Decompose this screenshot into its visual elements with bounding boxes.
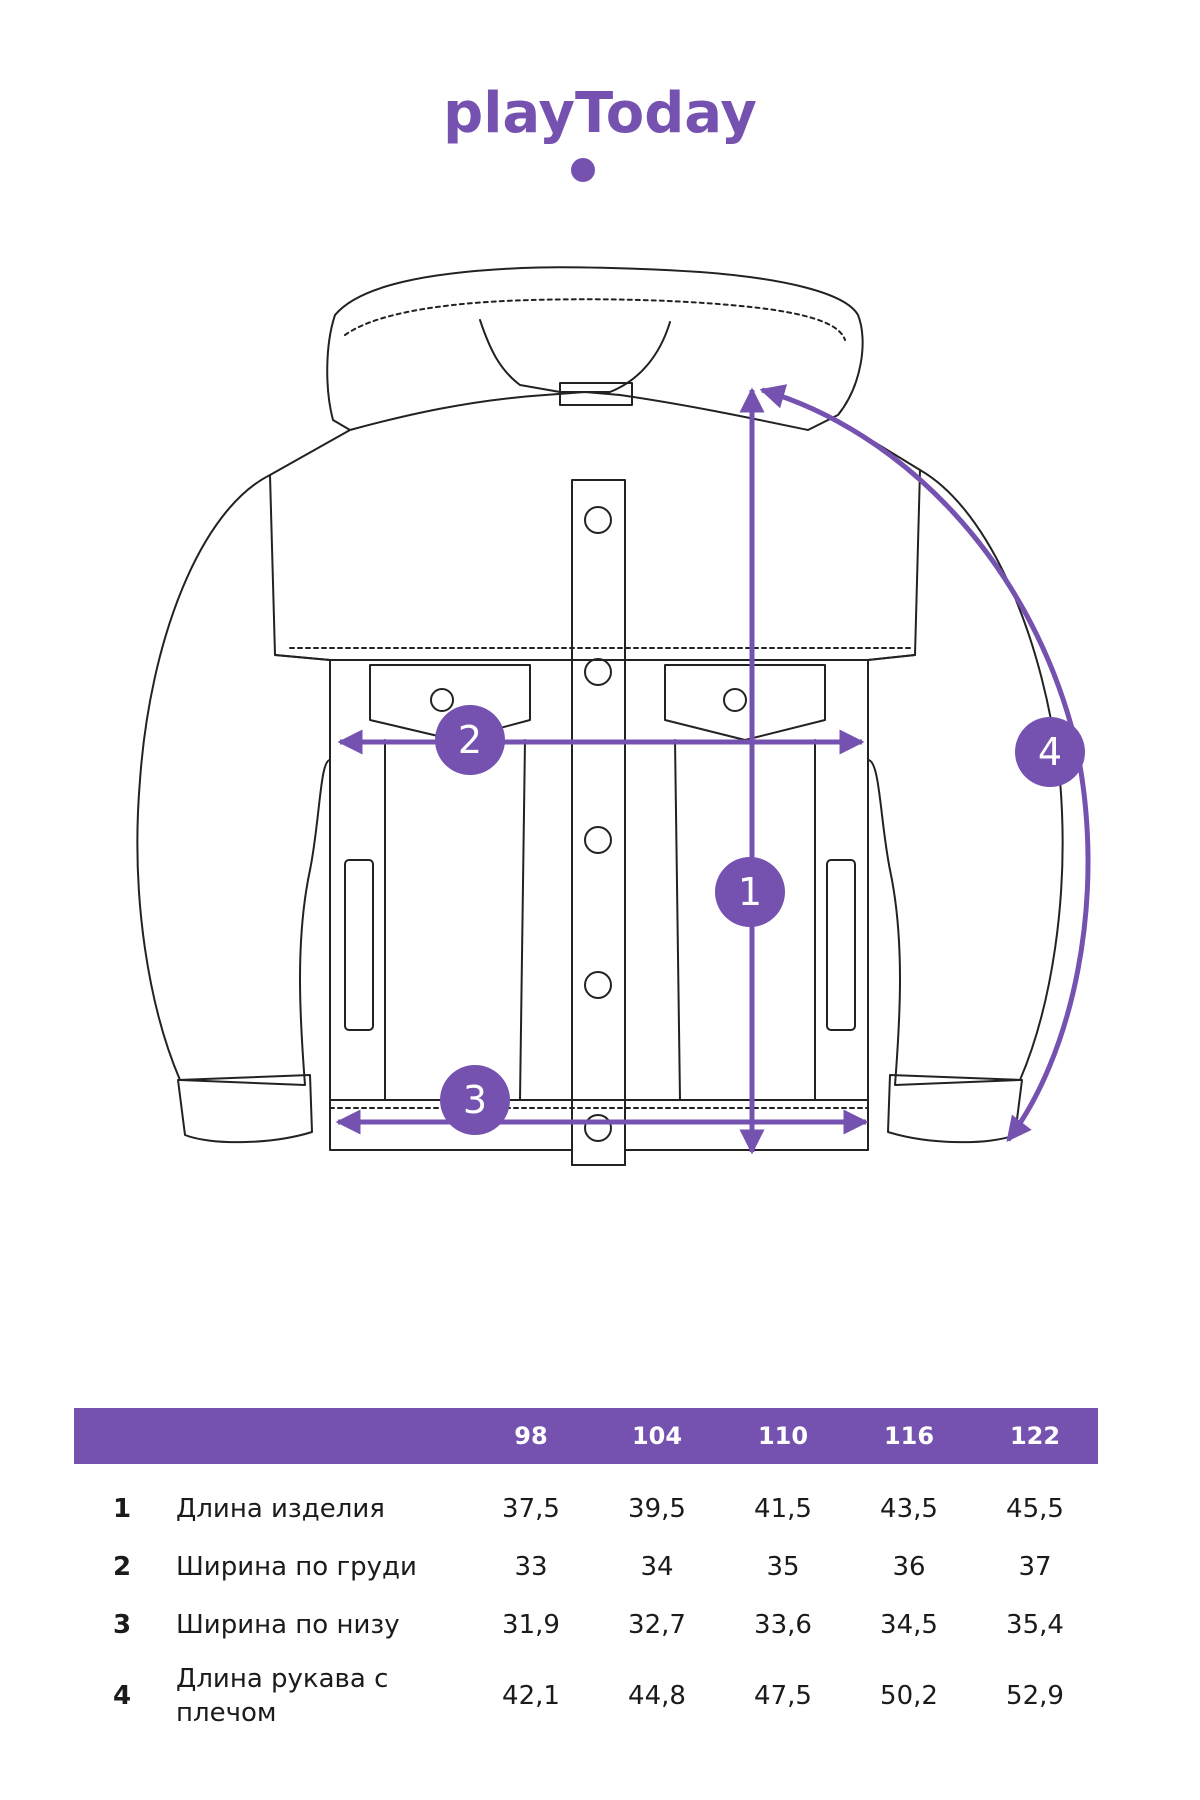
left-sleeve xyxy=(136,474,331,1086)
table-cell: 47,5 xyxy=(754,1681,812,1711)
row-label: Ширина по груди xyxy=(176,1552,417,1582)
row-number: 3 xyxy=(112,1610,132,1640)
table-cell: 33,6 xyxy=(754,1610,812,1640)
marker-1: 1 xyxy=(715,857,785,927)
row-number: 1 xyxy=(112,1494,132,1524)
row-label: Ширина по низу xyxy=(176,1610,400,1640)
marker-4-label: 4 xyxy=(1038,730,1062,774)
table-row: 1 Длина изделия 37,5 39,5 41,5 43,5 45,5 xyxy=(74,1464,1098,1538)
table-cell: 42,1 xyxy=(502,1681,560,1711)
marker-1-label: 1 xyxy=(738,870,762,914)
header-blank xyxy=(74,1408,170,1464)
table-cell: 37 xyxy=(1018,1552,1052,1582)
marker-4: 4 xyxy=(1015,717,1085,787)
size-table: 98 104 110 116 122 1 Длина изделия 37,5 … xyxy=(74,1408,1098,1738)
marker-2-label: 2 xyxy=(458,718,482,762)
table-cell: 35,4 xyxy=(1006,1610,1064,1640)
brand-logo-dot xyxy=(571,158,595,182)
neck-label xyxy=(559,382,633,406)
marker-3-label: 3 xyxy=(463,1078,487,1122)
table-cell: 44,8 xyxy=(628,1681,686,1711)
table-cell: 35 xyxy=(766,1552,800,1582)
row-number: 2 xyxy=(112,1552,132,1582)
table-cell: 52,9 xyxy=(1006,1681,1064,1711)
table-cell: 45,5 xyxy=(1006,1494,1064,1524)
hood-outline xyxy=(326,266,864,431)
table-cell: 43,5 xyxy=(880,1494,938,1524)
table-row: 2 Ширина по груди 33 34 35 36 37 xyxy=(74,1538,1098,1596)
header-blank xyxy=(170,1408,468,1464)
size-header: 110 xyxy=(757,1422,809,1450)
table-row: 3 Ширина по низу 31,9 32,7 33,6 34,5 35,… xyxy=(74,1596,1098,1654)
size-header: 104 xyxy=(631,1422,683,1450)
size-header-row: 98 104 110 116 122 xyxy=(74,1408,1098,1464)
row-label: Длина рукава с плечом xyxy=(176,1664,389,1728)
table-cell: 32,7 xyxy=(628,1610,686,1640)
table-cell: 33 xyxy=(514,1552,548,1582)
table-cell: 37,5 xyxy=(502,1494,560,1524)
left-cuff xyxy=(177,1074,313,1144)
brand-logo-text: playToday xyxy=(443,81,757,146)
front-placket xyxy=(571,479,626,1166)
table-cell: 34 xyxy=(640,1552,674,1582)
table-cell: 31,9 xyxy=(502,1610,560,1640)
size-header: 116 xyxy=(883,1422,935,1450)
marker-3: 3 xyxy=(440,1065,510,1135)
jacket-diagram: 1 2 3 4 xyxy=(136,266,1091,1166)
table-cell: 36 xyxy=(892,1552,926,1582)
table-cell: 39,5 xyxy=(628,1494,686,1524)
table-row: 4 Длина рукава с плечом 42,1 44,8 47,5 5… xyxy=(74,1654,1098,1738)
table-cell: 41,5 xyxy=(754,1494,812,1524)
table-cell: 34,5 xyxy=(880,1610,938,1640)
size-header: 98 xyxy=(514,1422,548,1450)
table-cell: 50,2 xyxy=(880,1681,938,1711)
brand-logo: playToday xyxy=(443,81,757,182)
size-header: 122 xyxy=(1009,1422,1061,1450)
row-number: 4 xyxy=(112,1681,132,1711)
row-label: Длина изделия xyxy=(176,1494,385,1524)
marker-2: 2 xyxy=(435,705,505,775)
